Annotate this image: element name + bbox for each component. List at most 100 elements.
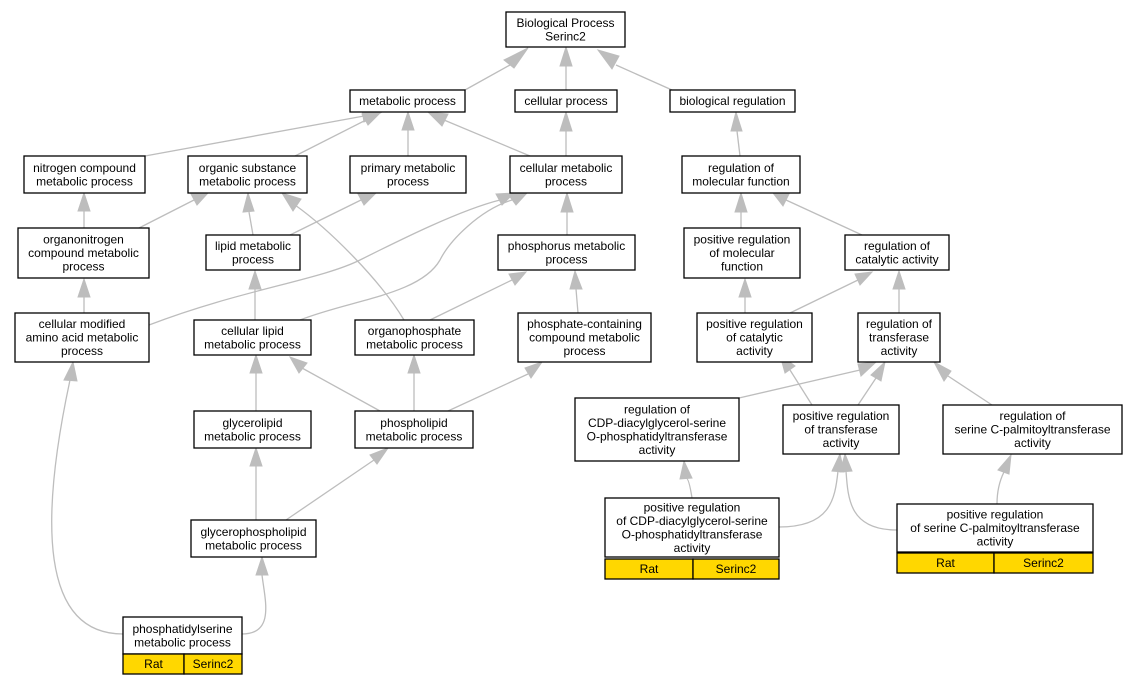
node-box	[782, 404, 900, 455]
node-label-line: metabolic process	[366, 429, 463, 443]
edge-line	[301, 367, 381, 412]
edge-arrow	[839, 452, 898, 531]
node-box	[669, 89, 796, 113]
go-term-node-bioreg[interactable]: biological regulation	[669, 89, 796, 113]
edge-arrow	[596, 49, 673, 91]
edge-line	[947, 375, 993, 406]
species-tag[interactable]: Rat	[896, 552, 995, 574]
gene-tag[interactable]: Serinc2	[183, 653, 243, 675]
edge-arrow	[857, 360, 886, 406]
species-tag[interactable]: Rat	[122, 653, 185, 675]
node-label-line: cellular process	[524, 94, 607, 108]
edge-arrowhead	[679, 459, 693, 480]
edge-line	[575, 288, 579, 314]
edge-arrow	[730, 110, 743, 157]
edge-arrow	[738, 277, 752, 313]
edge-arrowhead	[839, 452, 853, 473]
node-label-line: metabolic process	[205, 538, 302, 552]
species-tag[interactable]: Rat	[604, 558, 694, 580]
edge-arrowhead	[559, 110, 573, 132]
go-term-node-regcdp[interactable]: regulation ofCDP-diacylglycerol-serineO-…	[574, 397, 740, 462]
go-term-node-cellular[interactable]: cellular process	[514, 89, 618, 113]
node-label-line: positive regulation	[694, 233, 791, 247]
tag-label: Rat	[936, 556, 955, 570]
edge-arrow	[429, 271, 528, 321]
edge-line	[148, 199, 501, 326]
go-term-node-metabolic[interactable]: metabolic process	[349, 89, 466, 113]
node-box	[14, 312, 150, 363]
edge-arrow	[932, 360, 993, 406]
node-label-line: positive regulation	[947, 508, 1044, 522]
node-label-line: O-phosphatidyltransferase	[587, 429, 728, 443]
node-box	[497, 234, 636, 271]
edge-line	[294, 119, 367, 157]
edge-arrowhead	[997, 453, 1012, 475]
tag-box	[692, 558, 780, 580]
tag-label: Rat	[144, 657, 163, 671]
tag-label: Serinc2	[193, 657, 234, 671]
edge-line	[996, 471, 1005, 505]
tag-box	[183, 653, 243, 675]
edge-line	[299, 199, 513, 321]
edge-line	[294, 204, 405, 321]
node-label-line: O-phosphatidyltransferase	[622, 527, 763, 541]
node-box	[122, 616, 243, 655]
edge-arrowhead	[734, 191, 748, 213]
edge-line	[144, 115, 365, 157]
node-label-line: cellular modified	[39, 317, 126, 331]
edge-arrow	[77, 277, 91, 313]
node-label-line: glycerolipid	[222, 416, 282, 430]
edge-arrow	[569, 269, 583, 314]
edge-arrowhead	[503, 47, 529, 69]
node-label-line: function	[721, 260, 763, 274]
edge-arrowhead	[730, 110, 743, 132]
node-box	[190, 519, 317, 558]
gene-tag[interactable]: Serinc2	[993, 552, 1094, 574]
edge-line	[736, 130, 741, 157]
node-box	[23, 155, 146, 194]
edge-arrow	[299, 192, 529, 321]
node-label-line: activity	[639, 443, 676, 457]
edge-arrowhead	[288, 356, 308, 374]
node-label-line: phosphatidylserine	[132, 622, 232, 636]
node-label-line: cellular lipid	[221, 324, 284, 338]
edge-arrowhead	[596, 49, 620, 70]
node-box	[942, 404, 1123, 455]
node-label-line: CDP-diacylglycerol-serine	[588, 416, 726, 430]
edge-arrow	[77, 191, 91, 228]
node-box	[349, 89, 466, 113]
edge-arrowhead	[508, 271, 528, 286]
edge-arrowhead	[77, 191, 91, 212]
edge-arrowhead	[249, 446, 263, 467]
edge-arrow	[892, 269, 906, 313]
gene-tag[interactable]: Serinc2	[692, 558, 780, 580]
edge-arrowhead	[559, 45, 573, 67]
node-box	[193, 410, 312, 449]
edge-line	[285, 459, 375, 521]
